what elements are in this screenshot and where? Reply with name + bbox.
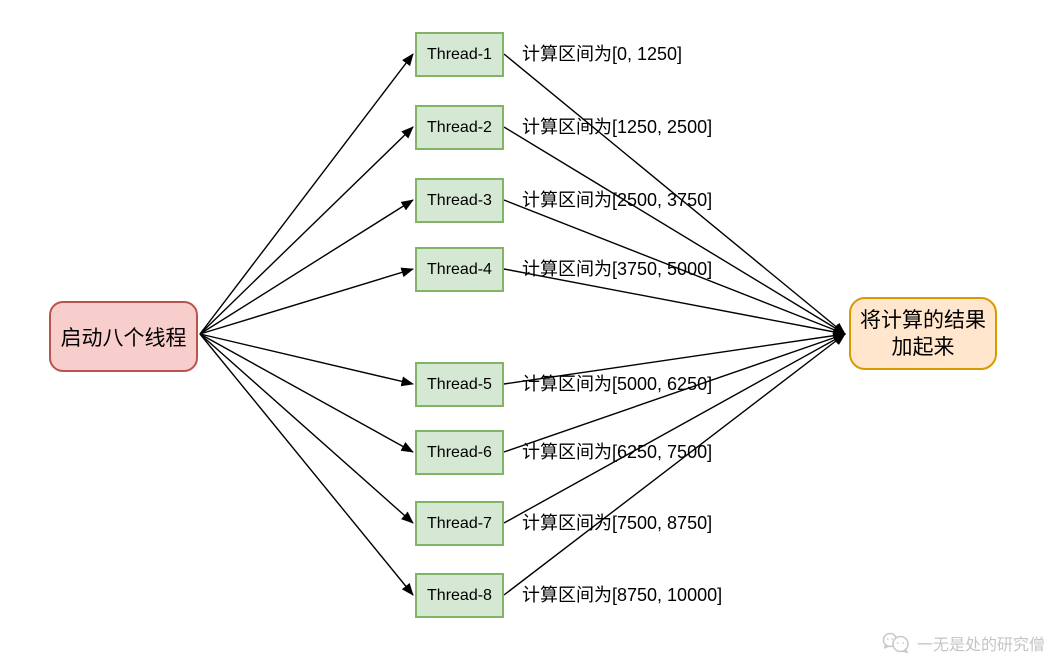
connector-line [199,267,414,335]
watermark-text: 一无是处的研究僧 [916,637,1045,654]
source-node: 启动八个线程 [49,301,198,372]
interval-label-3: 计算区间为[2500, 3750] [522,190,713,210]
connector-line [199,53,414,335]
interval-label-8: 计算区间为[8750, 10000] [522,585,723,605]
connector-line [503,126,846,335]
interval-label-5: 计算区间为[5000, 6250] [522,374,713,394]
connector-line [199,333,414,596]
thread-node-6: Thread-6 [415,430,504,475]
sink-node-label-line2: 加起来 [891,335,955,359]
source-node-label: 启动八个线程 [60,326,187,350]
thread-node-5: Thread-5 [415,362,504,407]
thread-node-label: Thread-8 [427,586,492,604]
interval-label-7: 计算区间为[7500, 8750] [522,513,713,533]
thread-node-label: Thread-4 [427,260,492,278]
connector-line [503,268,846,337]
thread-node-label: Thread-1 [427,45,492,63]
interval-label-6: 计算区间为[6250, 7500] [522,442,713,462]
sink-node-label-line1: 将计算的结果 [860,308,986,332]
connector-line [503,333,846,524]
thread-node-3: Thread-3 [415,178,504,223]
connector-line [199,333,414,453]
thread-node-8: Thread-8 [415,573,504,618]
connector-line [199,333,414,524]
watermark: 一无是处的研究僧 [881,631,1045,655]
thread-node-4: Thread-4 [415,247,504,292]
connector-line [503,333,846,453]
thread-node-label: Thread-3 [427,191,492,209]
thread-node-label: Thread-6 [427,443,492,461]
connector-line [199,333,414,387]
interval-label-2: 计算区间为[1250, 2500] [522,117,713,137]
thread-node-label: Thread-2 [427,118,492,136]
connector-line [503,330,846,385]
chat-bubbles-icon [882,632,909,654]
thread-node-1: Thread-1 [415,32,504,77]
thread-node-label: Thread-5 [427,375,492,393]
thread-node-7: Thread-7 [415,501,504,546]
interval-label-1: 计算区间为[0, 1250] [522,44,683,64]
thread-node-label: Thread-7 [427,514,492,532]
thread-node-2: Thread-2 [415,105,504,150]
interval-label-4: 计算区间为[3750, 5000] [522,259,713,279]
sink-node: 将计算的结果 加起来 [849,297,997,370]
connector-line [503,53,846,335]
connector-line [503,333,846,596]
connector-line [199,199,414,335]
connector-line [199,126,414,335]
connector-line [503,199,846,335]
